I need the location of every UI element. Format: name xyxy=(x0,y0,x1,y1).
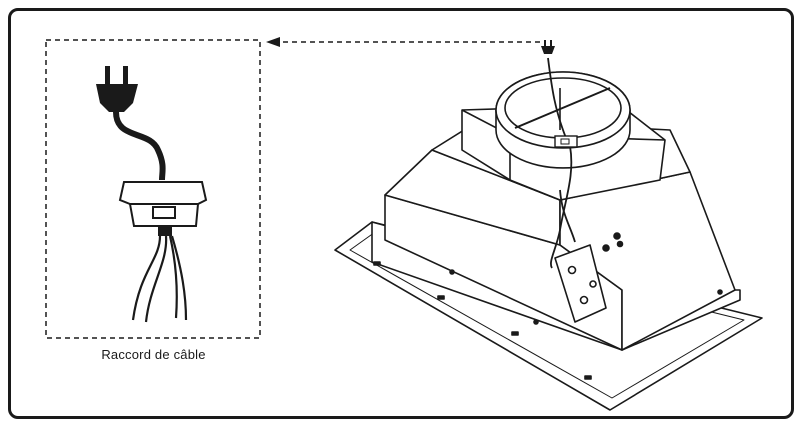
small-plug-icon xyxy=(541,40,555,54)
cable-wires xyxy=(131,235,188,323)
detail-caption: Raccord de câble xyxy=(101,347,206,362)
cable-connector-icon xyxy=(118,181,208,236)
small-connector-icon xyxy=(554,135,578,148)
plug-icon xyxy=(96,66,166,181)
range-hood-unit xyxy=(334,71,763,411)
dashed-arrow-icon xyxy=(266,37,540,47)
detail-box xyxy=(45,39,261,339)
hood-cable xyxy=(547,57,576,269)
